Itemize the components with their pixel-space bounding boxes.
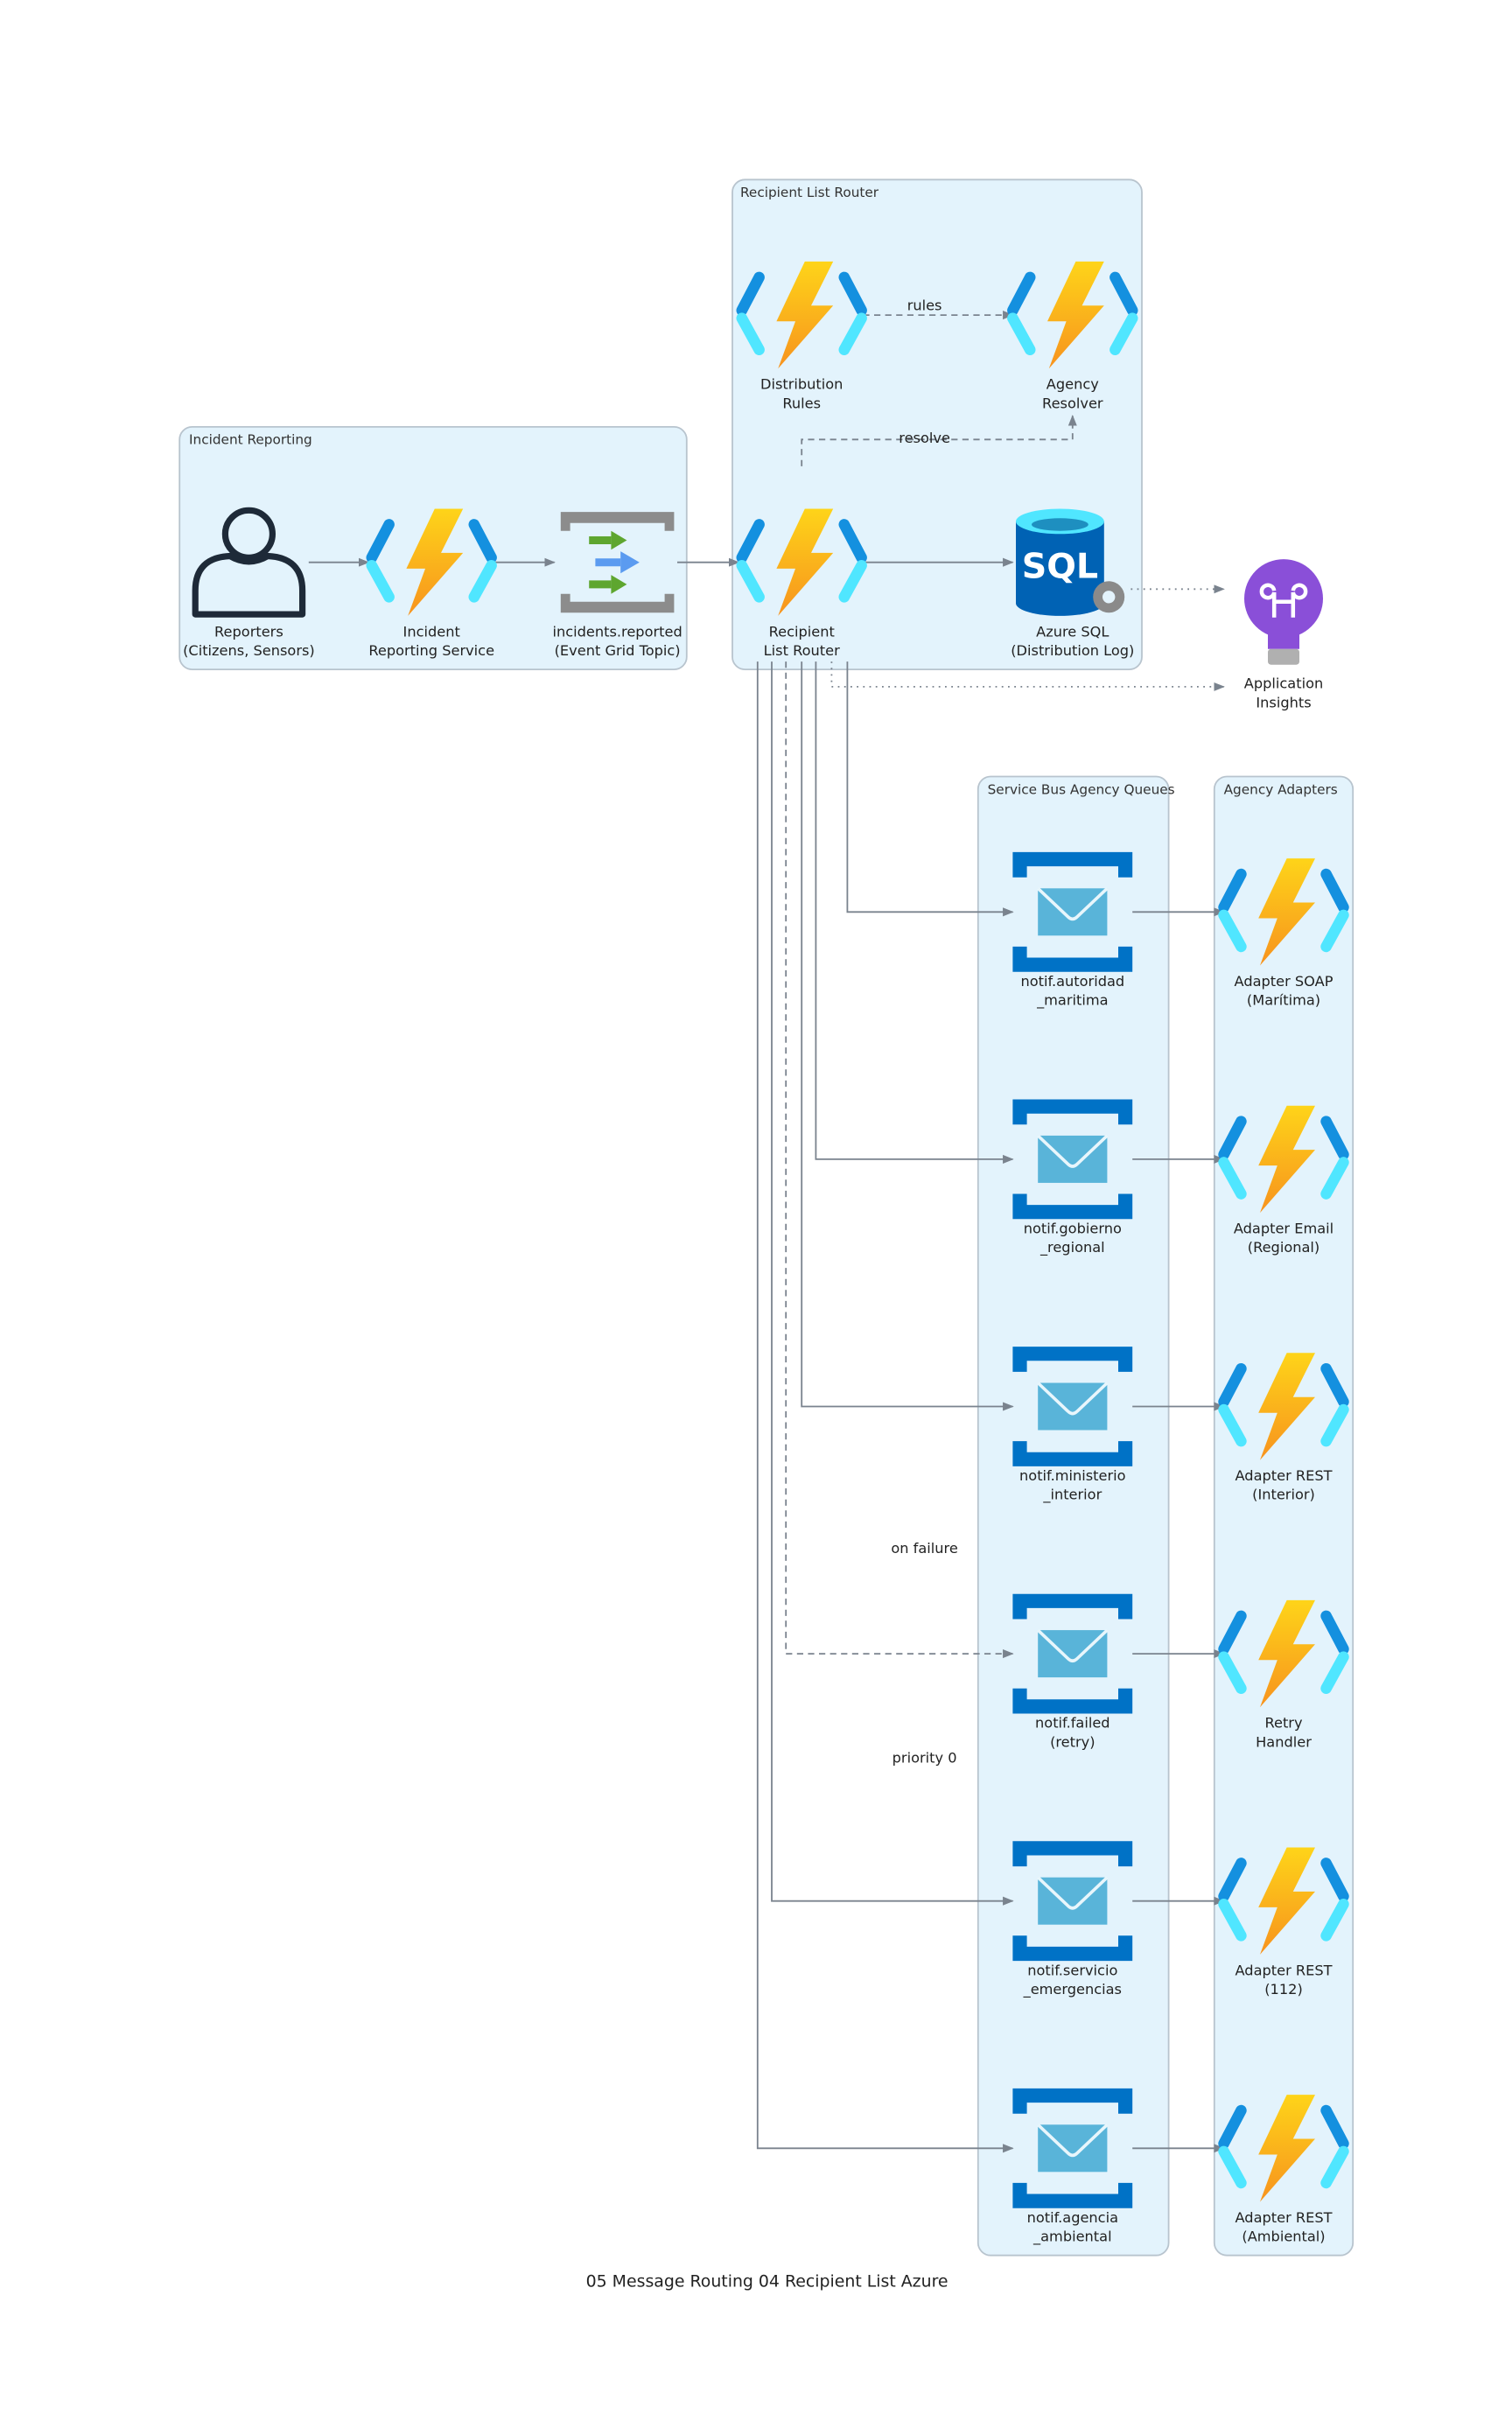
node-label: notif.servicio bbox=[1027, 1962, 1117, 1978]
edge-label-priority: priority 0 bbox=[892, 1749, 957, 1766]
node-label: Adapter SOAP bbox=[1235, 973, 1334, 990]
node-queue[interactable]: notif.ministerio _interior bbox=[1011, 1345, 1134, 1504]
node-label: (112) bbox=[1264, 1981, 1303, 1998]
node-label: notif.agencia bbox=[1027, 2209, 1118, 2226]
node-label: _regional bbox=[1040, 1239, 1105, 1256]
node-label: (Regional) bbox=[1248, 1239, 1320, 1256]
edge-label-rules: rules bbox=[907, 297, 942, 314]
edge-router-to-queue bbox=[801, 661, 1014, 1411]
node-label: notif.gobierno bbox=[1024, 1221, 1122, 1237]
node-queue[interactable]: notif.autoridad _maritima bbox=[1011, 850, 1134, 1010]
edge-router-to-queue bbox=[785, 661, 1014, 1659]
node-label: (Citizens, Sensors) bbox=[183, 642, 315, 659]
cluster-agency-adapters: Agency Adapters bbox=[1213, 775, 1354, 2257]
node-label: _interior bbox=[1042, 1487, 1102, 1504]
event-grid-icon bbox=[560, 512, 675, 613]
node-distribution-rules[interactable]: Distribution Rules bbox=[742, 262, 862, 411]
cluster-title: Incident Reporting bbox=[189, 432, 312, 448]
node-incident-reporting-service[interactable]: Incident Reporting Service bbox=[368, 509, 494, 659]
node-reporters[interactable]: Reporters (Citizens, Sensors) bbox=[183, 507, 315, 659]
edge-router-to-queue bbox=[846, 661, 1014, 917]
node-label: List Router bbox=[764, 642, 840, 659]
node-queue[interactable]: notif.failed(retry) bbox=[1011, 1592, 1134, 1751]
node-label: _emergencias bbox=[1023, 1981, 1122, 1998]
node-label: (Distribution Log) bbox=[1011, 642, 1134, 659]
node-adapter[interactable]: Adapter Email (Regional) bbox=[1224, 1106, 1344, 1256]
sql-database-icon: SQL bbox=[1016, 508, 1125, 616]
node-label: notif.autoridad bbox=[1020, 973, 1124, 990]
node-label: Recipient bbox=[769, 623, 835, 640]
node-label: Distribution bbox=[760, 376, 843, 393]
node-label: Application bbox=[1244, 675, 1323, 692]
node-label: Adapter REST bbox=[1235, 1467, 1332, 1484]
cluster-service-bus-queues: Service Bus Agency Queues bbox=[976, 775, 1175, 2257]
cluster-title: Recipient List Router bbox=[740, 185, 879, 200]
node-label: Resolver bbox=[1042, 395, 1103, 411]
node-event-grid-topic[interactable]: incidents.reported (Event Grid Topic) bbox=[552, 512, 682, 659]
node-label: (Interior) bbox=[1252, 1487, 1315, 1503]
cluster-title: Service Bus Agency Queues bbox=[988, 781, 1175, 797]
node-azure-sql[interactable]: SQL Azure SQL (Distribution Log) bbox=[1011, 508, 1134, 659]
node-label: notif.ministerio bbox=[1019, 1467, 1126, 1484]
edge-label-on-failure: on failure bbox=[891, 1540, 957, 1557]
node-label: Adapter Email bbox=[1234, 1221, 1334, 1237]
node-label: (Event Grid Topic) bbox=[555, 642, 681, 659]
node-label: (Marítima) bbox=[1247, 992, 1320, 1009]
node-label: _maritima bbox=[1036, 992, 1108, 1010]
node-label: incidents.reported bbox=[552, 623, 682, 640]
queue-and-adapter-lanes: notif.autoridad _maritima Adapter SOAP (Mar… bbox=[1011, 850, 1344, 2246]
node-label: Adapter REST bbox=[1235, 2209, 1332, 2226]
node-queue[interactable]: notif.servicio _emergencias bbox=[1011, 1839, 1134, 1998]
node-adapter[interactable]: Adapter REST (Ambiental) bbox=[1224, 2095, 1344, 2245]
node-queue[interactable]: notif.agencia _ambiental bbox=[1011, 2087, 1134, 2246]
lightbulb-icon bbox=[1244, 559, 1323, 665]
diagram-title: 05 Message Routing 04 Recipient List Azu… bbox=[586, 2272, 948, 2292]
node-label: Insights bbox=[1256, 694, 1311, 710]
node-adapter[interactable]: Adapter REST (Interior) bbox=[1224, 1353, 1344, 1503]
cluster-title: Agency Adapters bbox=[1224, 781, 1338, 797]
node-label: (Ambiental) bbox=[1242, 2229, 1325, 2245]
node-label: Handler bbox=[1256, 1733, 1312, 1750]
edges: rules resolve on failure priority 0 bbox=[308, 297, 1225, 2153]
node-adapter[interactable]: Adapter REST (112) bbox=[1224, 1848, 1344, 1998]
node-label: _ambiental bbox=[1032, 2229, 1112, 2246]
node-label: Adapter REST bbox=[1235, 1962, 1332, 1978]
node-label: Azure SQL bbox=[1036, 623, 1109, 640]
node-label: notif.failed bbox=[1035, 1715, 1110, 1732]
person-icon bbox=[192, 507, 306, 618]
node-label: Reporters bbox=[214, 623, 284, 640]
node-label: Rules bbox=[782, 395, 821, 411]
node-application-insights[interactable]: Application Insights bbox=[1244, 559, 1323, 710]
node-recipient-list-router[interactable]: Recipient List Router bbox=[742, 509, 862, 659]
edge-router-to-queue bbox=[815, 661, 1014, 1164]
node-queue[interactable]: notif.gobierno _regional bbox=[1011, 1097, 1134, 1257]
edge-router-to-insights bbox=[830, 661, 1225, 691]
node-label: Incident bbox=[403, 623, 460, 640]
node-label: Retry bbox=[1264, 1715, 1302, 1732]
edge-router-to-queue bbox=[771, 661, 1014, 1906]
node-adapter[interactable]: Adapter SOAP (Marítima) bbox=[1224, 858, 1344, 1009]
svg-text:SQL: SQL bbox=[1022, 547, 1098, 587]
edge-router-to-resolver bbox=[801, 415, 1077, 466]
node-agency-resolver[interactable]: Agency Resolver bbox=[1012, 262, 1132, 411]
edge-label-resolve: resolve bbox=[899, 430, 950, 446]
node-label: Agency bbox=[1046, 376, 1099, 393]
node-label: (retry) bbox=[1050, 1733, 1095, 1750]
node-label: Reporting Service bbox=[368, 642, 494, 659]
edge-router-to-queue bbox=[756, 661, 1014, 2153]
